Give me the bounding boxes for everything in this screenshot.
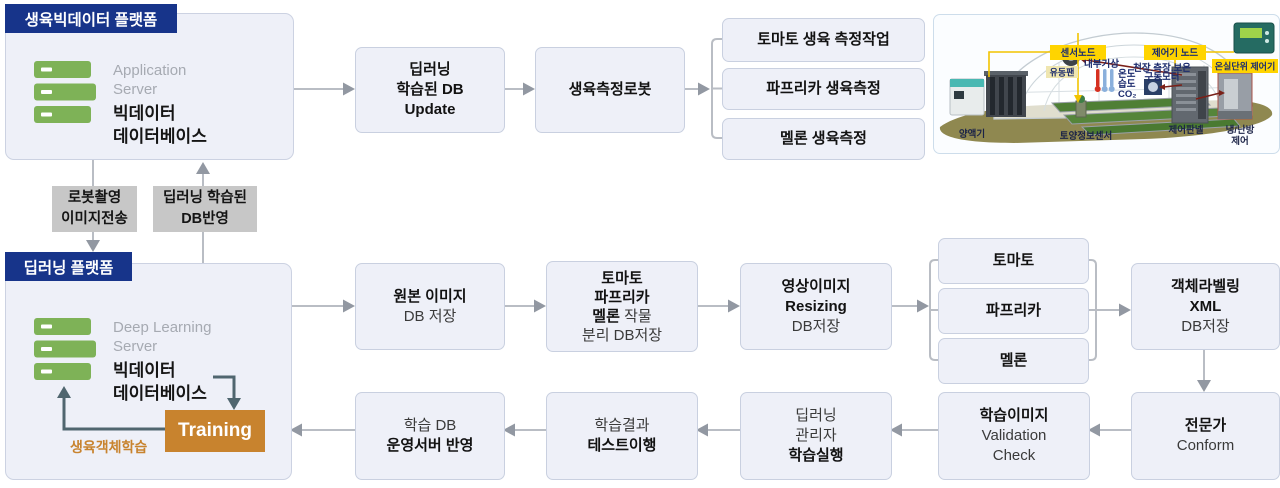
fan-label: 유동팬 xyxy=(1050,67,1075,78)
greenhouse-illustration: 센서노드 제어기 노드 온실단위 제어기 유동팬 내부기상 천장.측장.보온 구… xyxy=(933,14,1280,154)
box-image-resizing-db: 영상이미지 Resizing DB저장 xyxy=(740,263,892,350)
server-title: 빅데이터 데이터베이스 xyxy=(113,361,207,403)
label-trained-db-apply: 딥러닝 학습된 DB반영 xyxy=(153,186,257,232)
server-type-label: Application Server xyxy=(113,62,187,98)
server-title: 빅데이터 데이터베이스 xyxy=(113,104,207,146)
fan-tag xyxy=(1046,66,1078,78)
bigdata-platform-header: 생육빅데이터 플랫폼 xyxy=(5,4,177,33)
bigdata-platform-panel: Application Server 빅데이터 데이터베이스 xyxy=(5,13,294,160)
server-icon xyxy=(34,61,96,148)
temp-label: 온도 xyxy=(1118,69,1136,80)
nutrient-label: 양액기 xyxy=(959,128,985,140)
box-paprika-measure: 파프리카 생육측정 xyxy=(722,68,925,110)
server-type-label: Deep Learning Server xyxy=(113,319,212,355)
label-robot-image-transfer: 로봇촬영 이미지전송 xyxy=(52,186,137,232)
box-trained-db-update: 딥러닝 학습된 DB Update xyxy=(355,47,505,133)
server-icon xyxy=(34,318,96,405)
sensor-node-label: 센서노드 xyxy=(1061,47,1096,59)
controller-node-label: 제어기 노드 xyxy=(1152,47,1199,59)
box-training-execute: 딥러닝 관리자 학습실행 xyxy=(740,392,892,480)
box-tomato-measure-task: 토마토 생육 측정작업 xyxy=(722,18,925,62)
motor-label-line1: 천장.측장.보온 xyxy=(1133,62,1191,74)
box-crop-tomato: 토마토 xyxy=(938,238,1089,284)
training-note-label: 생육객체학습 xyxy=(70,439,148,455)
box-original-image-db: 원본 이미지 DB 저장 xyxy=(355,263,505,350)
controller-node-tag xyxy=(1144,45,1206,60)
co2-label: CO₂ xyxy=(1118,89,1136,100)
sensor-node-tag xyxy=(1050,45,1106,60)
box-expert-conform: 전문가 Conform xyxy=(1131,392,1280,480)
unit-controller-tag xyxy=(1212,59,1278,73)
box-crop-melon: 멜론 xyxy=(938,338,1089,384)
soil-sensor-label: 토양정보센서 xyxy=(1060,130,1112,142)
box-deploy-db: 학습 DB 운영서버 반영 xyxy=(355,392,505,480)
box-growth-robot: 생육측정로봇 xyxy=(535,47,685,133)
box-crop-split-db: 토마토 파프리카 멜론 작물 분리 DB저장 xyxy=(546,261,698,352)
training-box: Training xyxy=(165,410,265,452)
hvac-label-line2: 제어 xyxy=(1231,135,1248,147)
deeplearning-platform-header: 딥러닝 플랫폼 xyxy=(5,252,132,281)
unit-controller-label: 온실단위 제어기 xyxy=(1215,61,1275,72)
box-object-labeling-xml: 객체라벨링 XML DB저장 xyxy=(1131,263,1280,350)
box-melon-measure: 멜론 생육측정 xyxy=(722,118,925,160)
humidity-label: 습도 xyxy=(1118,78,1136,90)
inner-weather-label: 내부기상 xyxy=(1084,58,1119,70)
hvac-label-line1: 냉/난방 xyxy=(1226,124,1255,136)
box-crop-paprika: 파프리카 xyxy=(938,288,1089,334)
motor-label-line2: 구동모터 xyxy=(1145,71,1180,83)
box-test-result: 학습결과 테스트이행 xyxy=(546,392,698,480)
control-panel-label: 제어판넬 xyxy=(1169,124,1204,136)
box-validation-check: 학습이미지 Validation Check xyxy=(938,392,1090,480)
